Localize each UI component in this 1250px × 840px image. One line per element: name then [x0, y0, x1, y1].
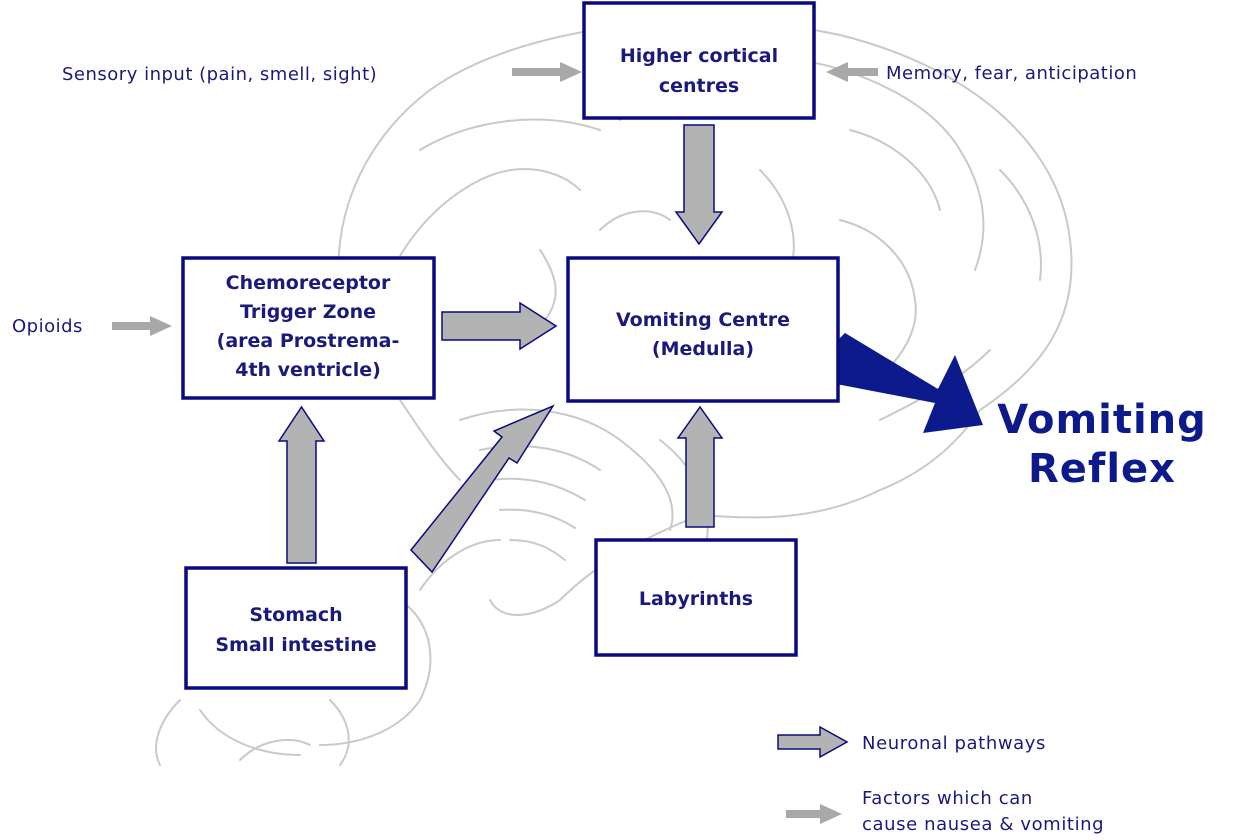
vomiting-reflex-line1: Vomiting	[997, 397, 1207, 443]
ctz-to-vomiting-arrow	[442, 303, 556, 349]
opioids-factor-arrow	[112, 316, 172, 336]
ctz-line4: 4th ventricle)	[235, 359, 381, 381]
memory-factor-arrow	[826, 62, 878, 82]
sensory-factor-arrow	[512, 62, 582, 82]
stomach-line2: Small intestine	[215, 634, 376, 656]
opioids-label: Opioids	[12, 316, 83, 337]
labyrinths-label: Labyrinths	[639, 588, 753, 610]
labyrinths-box: Labyrinths	[596, 540, 796, 655]
ctz-line2: Trigger Zone	[240, 301, 376, 323]
legend-neuronal-arrow	[778, 727, 847, 757]
vomiting-reflex-line2: Reflex	[1028, 446, 1176, 492]
stomach-line1: Stomach	[249, 604, 342, 626]
legend-neuronal-label: Neuronal pathways	[862, 733, 1046, 754]
sensory-input-label: Sensory input (pain, smell, sight)	[62, 64, 377, 85]
legend: Neuronal pathways Factors which can caus…	[778, 727, 1104, 835]
ctz-line1: Chemoreceptor	[226, 272, 391, 294]
legend-factor-arrow	[786, 804, 842, 824]
legend-factors-line2: cause nausea & vomiting	[862, 814, 1104, 835]
vomiting-centre-box: Vomiting Centre (Medulla)	[568, 258, 838, 401]
labyrinths-to-vomiting-arrow	[678, 407, 722, 527]
stomach-small-intestine-box: Stomach Small intestine	[186, 568, 406, 688]
stomach-to-vomiting-arrow	[411, 406, 553, 572]
higher-to-vomiting-arrow	[676, 125, 722, 244]
higher-cortical-centres-box: Higher cortical centres	[584, 3, 814, 118]
chemoreceptor-trigger-zone-box: Chemoreceptor Trigger Zone (area Prostre…	[183, 258, 434, 398]
legend-factors-line1: Factors which can	[862, 788, 1033, 809]
stomach-to-ctz-arrow	[279, 407, 324, 563]
vomiting-centre-line2: (Medulla)	[652, 338, 754, 360]
higher-cortical-line2: centres	[659, 75, 739, 97]
vomiting-centre-line1: Vomiting Centre	[616, 309, 790, 331]
higher-cortical-line1: Higher cortical	[620, 45, 778, 67]
ctz-line3: (area Prostrema-	[217, 330, 400, 352]
memory-fear-label: Memory, fear, anticipation	[886, 63, 1137, 84]
